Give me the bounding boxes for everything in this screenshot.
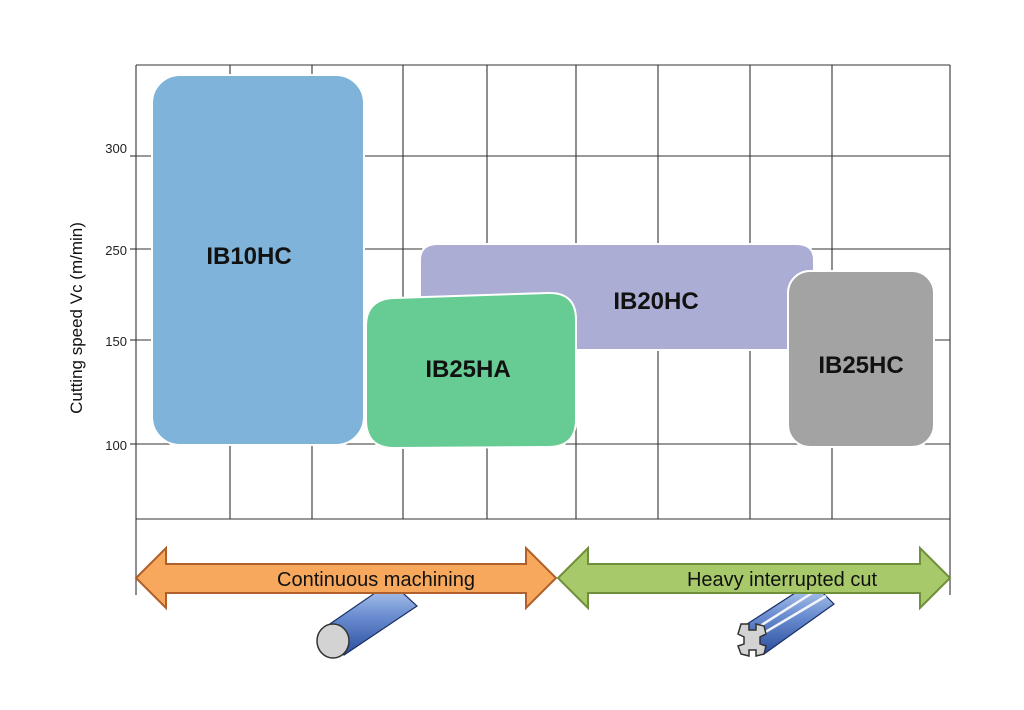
grade-label: IB25HA — [425, 356, 510, 383]
grade-block-ib25ha: IB25HA — [365, 291, 577, 450]
y-tick-label: 150 — [105, 334, 127, 349]
y-tick-label: 250 — [105, 243, 127, 258]
grade-label: IB10HC — [206, 243, 291, 270]
arrow-label: Heavy interrupted cut — [687, 569, 878, 591]
grade-block-ib25hc: IB25HC — [787, 270, 935, 448]
heavy-interrupted-cut-arrow: Heavy interrupted cut — [556, 545, 952, 611]
grade-label: IB20HC — [613, 288, 698, 315]
continuous-machining-arrow: Continuous machining — [134, 545, 558, 611]
slotted-bar-icon — [737, 581, 835, 657]
arrow-label: Continuous machining — [277, 569, 475, 591]
grade-label: IB25HC — [818, 352, 903, 379]
y-tick-label: 100 — [105, 438, 127, 453]
solid-bar-icon — [316, 581, 418, 659]
grade-block-ib10hc: IB10HC — [151, 74, 365, 446]
y-tick-label: 300 — [105, 141, 127, 156]
y-axis-label: Cutting speed Vc (m/min) — [67, 222, 86, 414]
